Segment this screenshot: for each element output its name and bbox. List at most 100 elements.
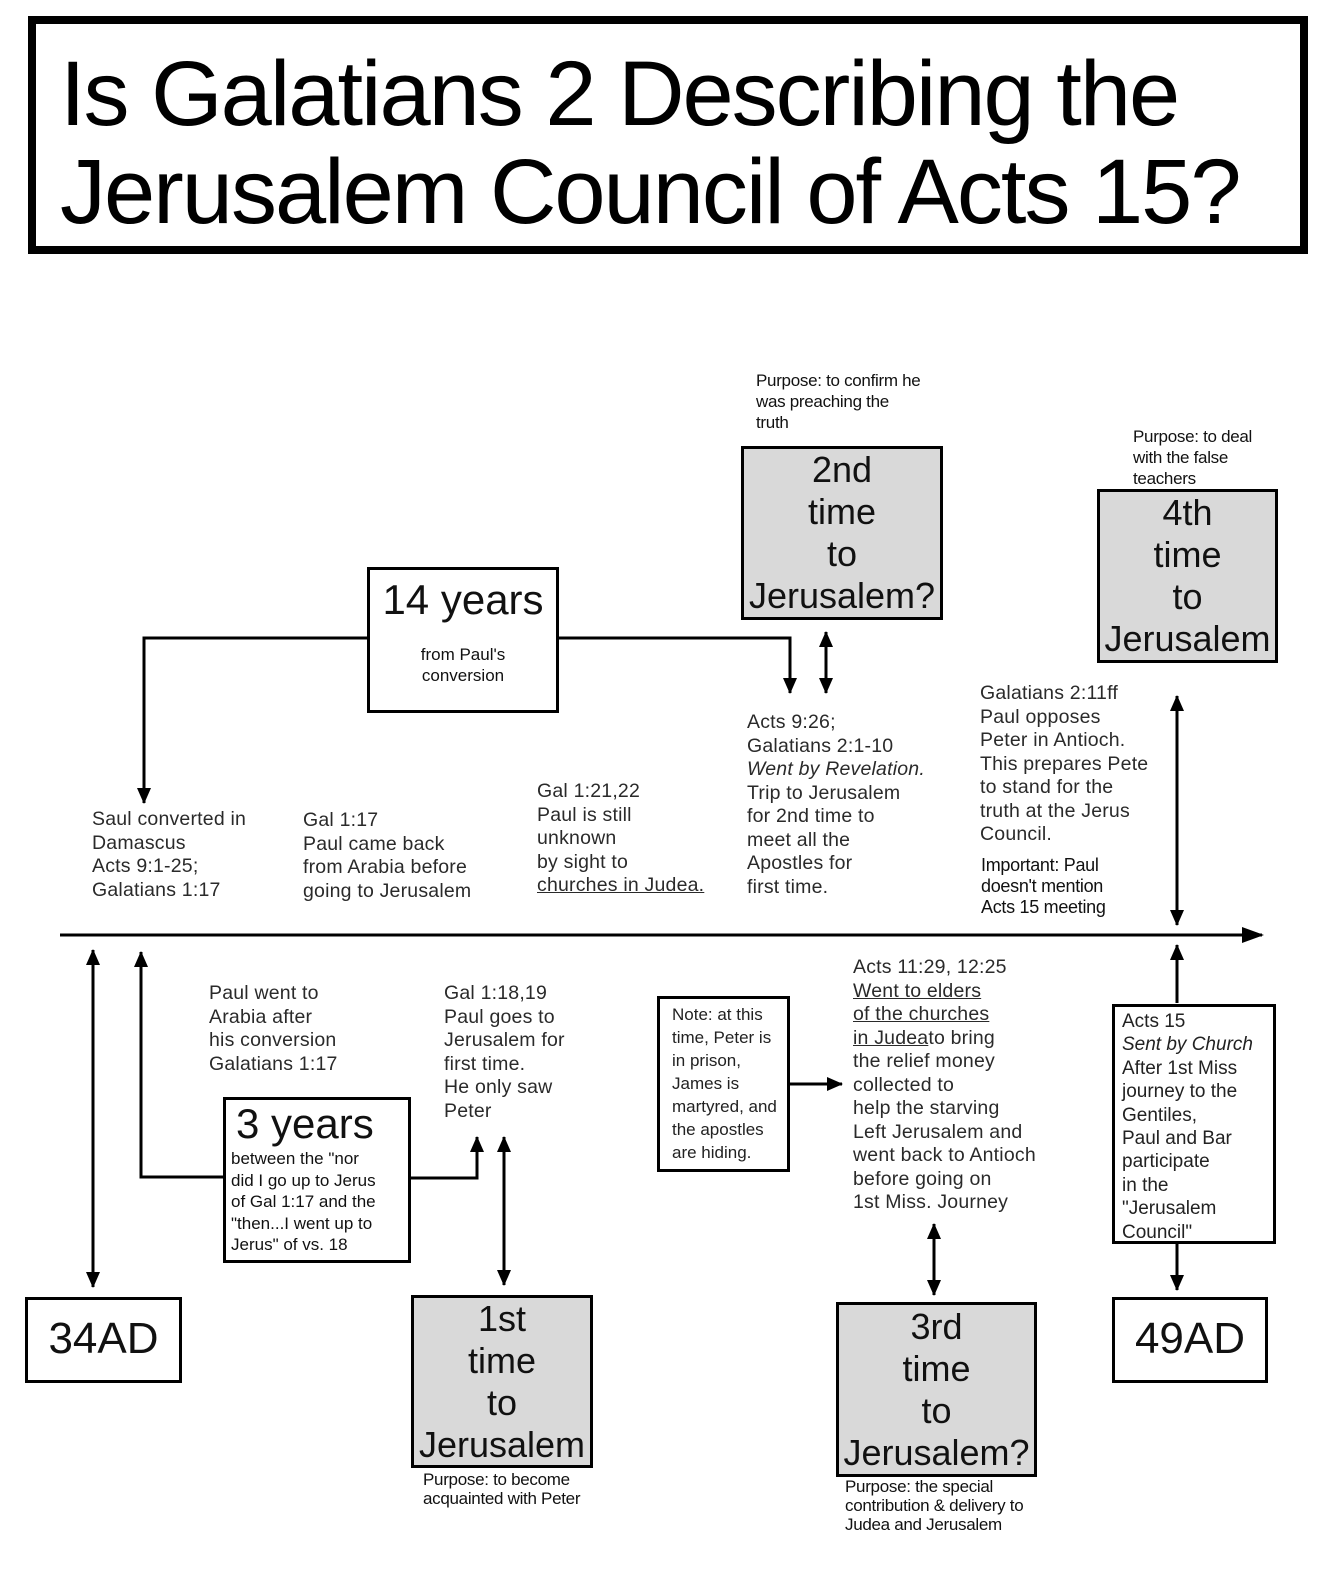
purpose-third-line: contribution & delivery to [845, 1496, 1024, 1515]
note-line: the apostles [672, 1120, 764, 1139]
text-saul-converted: Saul converted in Damascus Acts 9:1-25; … [92, 808, 246, 902]
third-time-label: time [902, 1347, 971, 1389]
text-line: He only saw [444, 1076, 553, 1098]
text-line: Gal 1:18,19 [444, 982, 548, 1004]
text-acts-9-26: Acts 9:26; Galatians 2:1-10 Went by Reve… [747, 711, 925, 899]
acts15-line: Sent by Church [1122, 1034, 1253, 1056]
second-time-box: 2nd time to Jerusalem? [741, 446, 943, 620]
title-line-1: Is Galatians 2 Describing the [60, 43, 1180, 145]
three-years-right-connector [408, 1136, 484, 1180]
purpose-third-line: Purpose: the special [845, 1477, 994, 1496]
title-box: Is Galatians 2 Describing the Jerusalem … [28, 16, 1308, 254]
note-box: Note: at this time, Peter is in prison, … [657, 996, 790, 1172]
text-line: to stand for the [980, 776, 1114, 798]
start-year-label: 34AD [48, 1314, 159, 1363]
text-galatians-2-11: Galatians 2:11ff Paul opposes Peter in A… [980, 682, 1148, 847]
text-line: Gal 1:21,22 [537, 780, 641, 802]
text-line: Gal 1:17 [303, 809, 379, 831]
text-arabia: Paul went to Arabia after his conversion… [209, 982, 338, 1076]
text-line: Left Jerusalem and [853, 1120, 1023, 1143]
third-time-label: Jerusalem? [843, 1431, 1030, 1473]
purpose-second: Purpose: to confirm he was preaching the… [756, 370, 921, 433]
first-time-box: 1st time to Jerusalem [411, 1295, 593, 1468]
three-years-line: of Gal 1:17 and the [231, 1192, 376, 1211]
start-year-box: 34AD [25, 1297, 182, 1383]
text-important: Important: Paul doesn't mention Acts 15 … [981, 855, 1106, 918]
text-line: Peter in Antioch. [980, 729, 1126, 751]
text-line: of the churches [853, 1003, 990, 1025]
third-time-label: to [921, 1389, 952, 1431]
text-line-mixed: in Judeato bring [853, 1027, 1036, 1051]
first-time-label: Jerusalem [418, 1423, 586, 1465]
three-years-line: between the "nor [231, 1149, 359, 1168]
text-line-rest: to bring [928, 1026, 995, 1049]
purpose-first: Purpose: to become acquainted with Peter [423, 1470, 581, 1508]
text-gal-1-21: Gal 1:21,22 Paul is still unknown by sig… [537, 780, 704, 898]
text-line: Paul opposes [980, 705, 1101, 728]
text-line: truth at the Jerus [980, 799, 1130, 822]
text-line: first time. [444, 1052, 526, 1075]
text-line: Jerusalem for [444, 1029, 565, 1051]
acts15-line: "Jerusalem [1122, 1198, 1217, 1220]
end-year-label: 49AD [1134, 1314, 1246, 1363]
purpose-fourth: Purpose: to deal with the false teachers [1133, 426, 1252, 489]
text-line: his conversion [209, 1029, 337, 1051]
fourteen-years-sub: conversion [421, 666, 505, 685]
text-line: Paul is still [537, 803, 632, 826]
fourteen-years-box: 14 years from Paul's conversion [367, 567, 559, 713]
note-line: in prison, [672, 1051, 741, 1070]
text-line: first time. [747, 875, 829, 898]
note-line: James is [672, 1074, 740, 1093]
text-line-underlined: in Judea [853, 1026, 929, 1049]
purpose-fourth-line: Purpose: to deal [1133, 427, 1253, 446]
three-years-line: did I go up to Jerus [231, 1170, 376, 1190]
text-line: help the starving [853, 1097, 1000, 1119]
text-line: Galatians 1:17 [209, 1052, 338, 1075]
text-line: churches in Judea. [537, 874, 705, 896]
purpose-second-line: truth [756, 413, 789, 432]
text-line: Paul goes to [444, 1005, 555, 1028]
text-line: going to Jerusalem [303, 879, 472, 902]
text-line: before going on [853, 1167, 992, 1190]
text-gal-1-17: Gal 1:17 Paul came back from Arabia befo… [303, 809, 471, 903]
text-line: Galatians 2:11ff [980, 682, 1118, 704]
purpose-first-line: acquainted with Peter [423, 1489, 581, 1508]
acts15-line: in the [1122, 1174, 1169, 1196]
text-line: for 2nd time to [747, 805, 875, 827]
acts15-line: journey to the [1122, 1081, 1238, 1103]
second-time-label: time [807, 491, 876, 532]
text-line: unknown [537, 827, 617, 849]
purpose-fourth-line: teachers [1133, 469, 1196, 488]
fourteen-years-right-connector [556, 636, 797, 694]
text-line: Acts 9:26; [747, 711, 836, 733]
second-time-label: 2nd [811, 449, 873, 490]
acts15-line: participate [1122, 1151, 1210, 1173]
text-line: went back to Antioch [853, 1144, 1036, 1166]
text-line: Trip to Jerusalem [747, 781, 901, 804]
third-time-label: 3rd [910, 1305, 963, 1347]
text-line: Damascus [92, 831, 186, 854]
text-line: from Arabia before [303, 856, 468, 878]
fourth-time-label: to [1172, 576, 1203, 617]
text-line: Acts 9:1-25; [92, 855, 199, 877]
note-line: Note: at this [672, 1005, 763, 1024]
text-gal-1-18: Gal 1:18,19 Paul goes to Jerusalem for f… [444, 982, 565, 1123]
three-years-line: Jerus" of vs. 18 [231, 1235, 348, 1254]
purpose-third-line: Judea and Jerusalem [845, 1515, 1002, 1534]
text-line: Paul went to [209, 982, 319, 1004]
fourth-time-label: Jerusalem [1104, 618, 1271, 659]
end-year-box: 49AD [1112, 1297, 1268, 1383]
second-time-label: to [826, 533, 858, 574]
text-line: Galatians 1:17 [92, 878, 221, 901]
third-time-box: 3rd time to Jerusalem? [836, 1302, 1037, 1477]
text-line: Arabia after [209, 1005, 313, 1028]
text-line: Peter [444, 1099, 492, 1122]
note-line: martyred, and [672, 1097, 777, 1116]
first-time-label: time [467, 1339, 536, 1381]
text-line: Apostles for [747, 852, 853, 874]
fourth-time-box: 4th time to Jerusalem [1097, 489, 1278, 663]
purpose-fourth-line: with the false [1133, 448, 1229, 467]
text-line: Went to elders [853, 979, 982, 1002]
three-years-left-connector [134, 951, 224, 1179]
